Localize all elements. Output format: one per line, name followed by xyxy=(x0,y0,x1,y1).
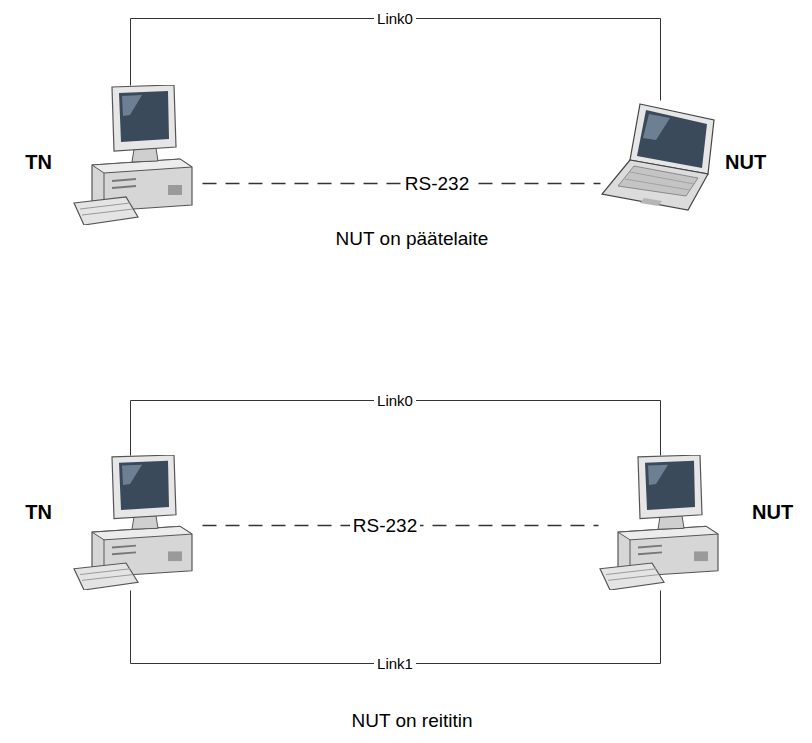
icon-part xyxy=(638,552,662,554)
icon-part xyxy=(82,209,133,215)
network-link-line xyxy=(131,591,661,664)
icon-part xyxy=(80,203,130,209)
icon-part xyxy=(608,575,659,581)
link-label: RS-232 xyxy=(350,515,420,536)
computer-node: NUT xyxy=(600,100,718,212)
icon-part xyxy=(74,197,138,225)
desktop-computer-icon xyxy=(72,455,202,590)
icon-part xyxy=(694,551,708,561)
link-label: Link1 xyxy=(374,655,416,672)
device-label: TN xyxy=(25,502,52,522)
link-label: RS-232 xyxy=(402,173,472,194)
icon-part xyxy=(640,198,662,206)
icon-part xyxy=(80,569,130,575)
icon-part xyxy=(602,160,708,210)
device-label: NUT xyxy=(752,502,793,522)
network-link-line xyxy=(131,19,661,101)
laptop-icon xyxy=(600,100,718,212)
desktop-computer-icon xyxy=(72,85,202,225)
device-label: TN xyxy=(25,152,52,172)
icon-part xyxy=(645,461,695,510)
icon-part xyxy=(638,546,662,548)
icon-part xyxy=(637,110,707,168)
computer-node: TN xyxy=(72,455,202,590)
icon-part xyxy=(168,185,182,195)
icon-part xyxy=(122,95,142,116)
icon-part xyxy=(112,179,136,181)
icon-part xyxy=(643,114,670,140)
setup-caption: NUT on päätelaite xyxy=(336,229,489,248)
icon-part xyxy=(112,85,176,151)
icon-part xyxy=(112,455,176,519)
link-label: Link0 xyxy=(374,392,416,409)
icon-part xyxy=(168,551,182,561)
icon-part xyxy=(74,563,138,590)
icon-part xyxy=(648,465,668,485)
icon-part xyxy=(119,91,169,142)
icon-part xyxy=(600,563,664,590)
icon-part xyxy=(82,575,133,581)
device-label: NUT xyxy=(725,152,766,172)
icon-part xyxy=(606,569,656,575)
icon-part xyxy=(630,172,694,184)
desktop-computer-icon xyxy=(598,455,728,590)
computer-node: NUT xyxy=(598,455,728,590)
icon-part xyxy=(119,461,169,510)
icon-part xyxy=(122,465,142,485)
link-label: Link0 xyxy=(374,10,416,27)
icon-part xyxy=(112,552,136,554)
icon-part xyxy=(112,546,136,548)
icon-part xyxy=(625,179,690,190)
setup-caption: NUT on reititin xyxy=(351,711,472,730)
icon-part xyxy=(112,186,136,188)
icon-part xyxy=(638,455,702,519)
icon-part xyxy=(618,166,698,196)
computer-node: TN xyxy=(72,85,202,225)
